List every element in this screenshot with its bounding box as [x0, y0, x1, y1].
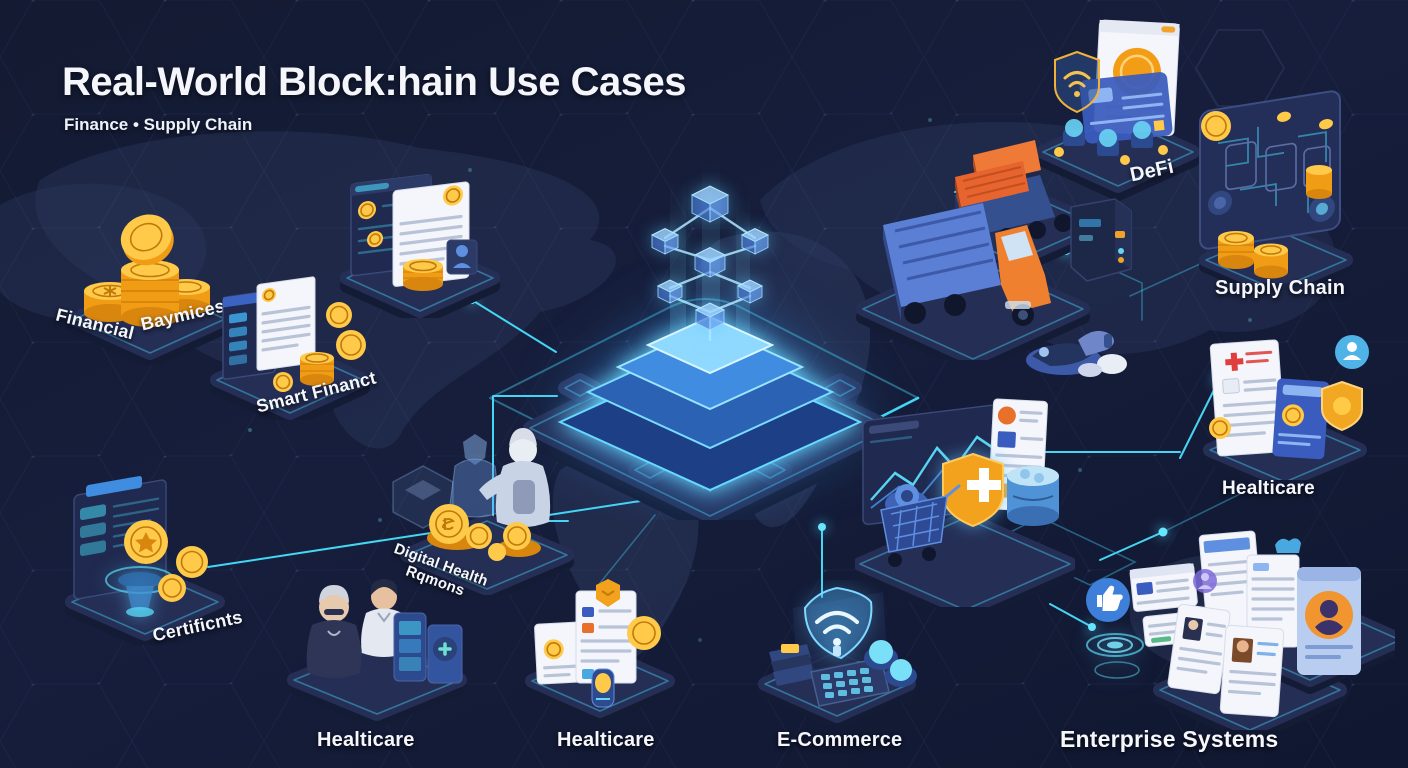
deal-coins — [427, 504, 541, 561]
finance-screens-icon — [340, 173, 500, 318]
page-subtitle: Finance • Supply Chain — [64, 115, 253, 134]
healthcare-kiosk-label: Healticare — [317, 729, 415, 751]
blockchain-cubes-icon — [650, 185, 770, 342]
finance-screens-node — [335, 158, 505, 318]
coin-badge-icon — [627, 616, 661, 650]
id-card-icon — [1297, 567, 1361, 675]
gold-coins — [84, 214, 210, 327]
elderly-person — [479, 428, 551, 527]
analytics-node — [855, 392, 1075, 607]
healthcare-docs-label: Healticare — [1222, 478, 1315, 499]
digital-health-node — [385, 420, 580, 595]
medical-cross-icon — [438, 642, 452, 656]
certificates-node — [60, 460, 225, 645]
orange-containers — [955, 140, 1041, 217]
glow-buttons — [864, 640, 917, 687]
circuit-panel-icon — [1199, 90, 1353, 283]
cloud-icon — [1275, 538, 1301, 553]
supply-chain-label: Supply Chain — [1215, 277, 1346, 299]
patient-person — [306, 585, 362, 678]
server-kiosk-node — [1057, 197, 1142, 287]
main-certificate — [575, 579, 637, 684]
ecommerce-platform-icon — [758, 586, 917, 725]
healthcare-docs-node — [1192, 330, 1377, 480]
container-truck-front — [856, 203, 1090, 360]
handshake-platform-icon — [392, 428, 574, 595]
keypad-terminal — [810, 657, 890, 707]
enterprise-systems-icon — [1086, 530, 1395, 730]
contract-coins — [273, 302, 366, 392]
page-title: Real-World Block:hain Use Cases — [62, 60, 686, 104]
insurance-card — [1272, 378, 1330, 460]
certificates-dashboard-icon — [65, 476, 225, 645]
supply-chain-node — [1188, 88, 1358, 283]
healthcare-kiosk-node — [282, 575, 472, 725]
analytics-platform-icon — [855, 398, 1075, 607]
drone-vehicle-icon — [1026, 330, 1127, 377]
badge-cards — [1167, 603, 1285, 718]
medal-coins — [124, 520, 208, 602]
dashboard-screen — [73, 476, 167, 600]
medical-records-icon — [1203, 335, 1369, 480]
defi-node — [1025, 12, 1205, 202]
ecommerce-label: E-Commerce — [777, 729, 903, 751]
database-icon — [1007, 466, 1059, 526]
glowing-tier-pyramid — [557, 315, 863, 492]
kiosk-screens — [393, 612, 463, 684]
screen-coins-and-user — [403, 239, 478, 291]
certified-document-icon — [525, 579, 675, 724]
wifi-shield-icon — [803, 586, 873, 660]
hologram-person — [448, 434, 502, 518]
sparkle-dots — [158, 118, 1252, 642]
panel-coins — [1201, 111, 1332, 279]
glow-rings — [1086, 633, 1144, 679]
enterprise-label: Enterprise Systems — [1060, 726, 1279, 752]
gold-shield-badge — [1321, 380, 1363, 432]
ecommerce-node — [755, 580, 920, 725]
shopping-cart-icon — [880, 484, 961, 567]
cash-stack — [769, 644, 815, 686]
defi-machines — [1054, 119, 1168, 165]
healthcare-kiosk-icon — [287, 579, 467, 725]
drone-vehicle-node — [1020, 312, 1135, 382]
ribbon-badge-icon — [596, 579, 620, 607]
server-kiosk-icon — [1070, 198, 1132, 282]
blockchain-hub-icon — [523, 160, 897, 520]
smart-finance-node — [205, 270, 375, 420]
defi-platform-icon — [1036, 19, 1200, 201]
healthcare-certs-node — [520, 575, 680, 725]
shield-wifi-icon — [1054, 50, 1100, 114]
document-stack — [1198, 530, 1301, 648]
thumbs-up-icon — [1086, 578, 1130, 622]
blockchain-hub-node — [520, 160, 900, 520]
enterprise-node — [1045, 515, 1395, 730]
healthcare-certs-label: Healticare — [557, 729, 655, 751]
capsule-scanner — [591, 668, 615, 708]
contract-document-icon — [210, 276, 370, 420]
